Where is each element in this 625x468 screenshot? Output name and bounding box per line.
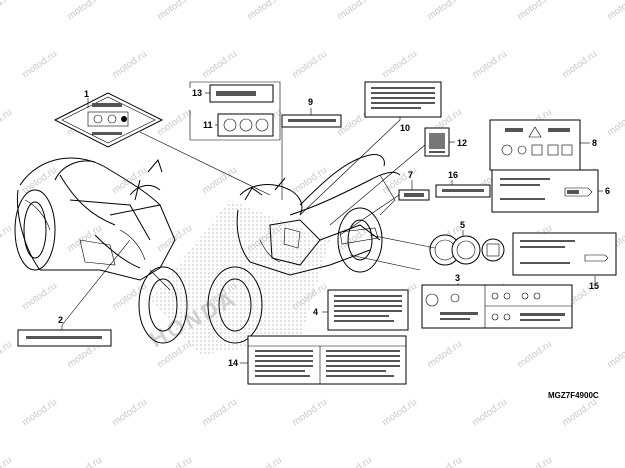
- watermark-text: motod.ru: [290, 165, 329, 197]
- watermark-text: motod.ru: [290, 397, 329, 429]
- watermark-text: motod.ru: [20, 281, 59, 313]
- watermark-text: motod.ru: [425, 0, 464, 22]
- label-2-strip: [17, 329, 112, 347]
- watermark-text: motod.ru: [380, 397, 419, 429]
- label-14-large-text-block: [247, 335, 407, 385]
- watermark-text: motod.ru: [65, 455, 104, 468]
- watermark-text: motod.ru: [560, 397, 599, 429]
- watermark-text: motod.ru: [245, 455, 284, 468]
- watermark-text: motod.ru: [515, 455, 554, 468]
- watermark-text: motod.ru: [335, 0, 374, 22]
- callout-12: 12: [457, 138, 467, 148]
- callout-numbers: 1 2 3 4 5 6 7 8 9 10 11 12 13 14 15 16: [58, 88, 610, 368]
- callout-11: 11: [203, 120, 213, 130]
- label-6-panel: [491, 169, 599, 213]
- label-16-strip: [435, 184, 491, 198]
- callout-15: 15: [589, 281, 599, 291]
- label-4-text-block: [327, 289, 409, 331]
- watermark-text: motod.ru: [605, 0, 625, 22]
- label-9-strip: [281, 114, 342, 128]
- group-frame-13-11: [189, 81, 281, 141]
- motorcycle-left-drawing: [14, 157, 188, 344]
- callout-5: 5: [460, 220, 465, 230]
- watermark-text: motod.ru: [290, 49, 329, 81]
- watermark-text: motod.ru: [0, 107, 14, 139]
- label-12-square: [424, 127, 450, 157]
- callout-4: 4: [313, 307, 318, 317]
- watermark-text: motod.ru: [470, 397, 509, 429]
- label-7-small-tag: [398, 189, 430, 201]
- label-8-warning-panel: [489, 119, 581, 171]
- watermark-text: motod.ru: [515, 339, 554, 371]
- halftone-shade: [150, 200, 330, 355]
- part-code: MGZ7F4900C: [548, 391, 599, 400]
- label-5-gauge-decals: [429, 234, 505, 266]
- watermark-text: motod.ru: [335, 455, 374, 468]
- callout-14: 14: [228, 358, 238, 368]
- watermark-text: motod.ru: [200, 397, 239, 429]
- watermark-text: motod.ru: [560, 49, 599, 81]
- label-13-strip: [209, 84, 274, 103]
- watermark-text: motod.ru: [155, 455, 194, 468]
- watermark-text: motod.ru: [110, 397, 149, 429]
- callout-2: 2: [58, 315, 63, 325]
- watermark-text: motod.ru: [110, 49, 149, 81]
- watermark-text: motod.ru: [425, 455, 464, 468]
- label-10-text-block: [364, 81, 442, 118]
- watermark-text: motod.ru: [65, 0, 104, 22]
- watermark-text: motod.ru: [0, 0, 14, 22]
- watermark-text: motod.ru: [515, 0, 554, 22]
- watermark-text: motod.ru: [110, 281, 149, 313]
- label-11-icons: [217, 113, 274, 137]
- watermark-text: motod.ru: [0, 223, 14, 255]
- watermark-text: motod.ru: [605, 455, 625, 468]
- label-3-panel: [421, 284, 573, 329]
- watermark-text: motod.ru: [605, 339, 625, 371]
- callout-3: 3: [455, 273, 460, 283]
- callout-16: 16: [448, 170, 458, 180]
- watermark-text: motod.ru: [20, 165, 59, 197]
- watermark-text: motod.ru: [20, 397, 59, 429]
- watermark-text: motod.ru: [380, 49, 419, 81]
- callout-9: 9: [308, 97, 313, 107]
- watermark-text: motod.ru: [470, 49, 509, 81]
- callout-13: 13: [192, 88, 202, 98]
- callout-1: 1: [84, 89, 89, 99]
- watermark-text: motod.ru: [200, 49, 239, 81]
- watermark-text: motod.ru: [0, 339, 14, 371]
- watermark-text: motod.ru: [0, 455, 14, 468]
- watermark-text: motod.ru: [155, 0, 194, 22]
- motorcycle-right-drawing: [207, 154, 401, 344]
- watermark-text: motod.ru: [200, 165, 239, 197]
- callout-10: 10: [400, 123, 410, 133]
- label-15-panel: [512, 232, 617, 276]
- watermark-text: motod.ru: [20, 49, 59, 81]
- leader-lines: [61, 92, 603, 364]
- callout-8: 8: [592, 138, 597, 148]
- watermark-text: motod.ru: [425, 339, 464, 371]
- callout-7: 7: [408, 170, 413, 180]
- watermark-text: motod.ru: [605, 107, 625, 139]
- callout-6: 6: [605, 186, 610, 196]
- watermark-text: motod.ru: [245, 0, 284, 22]
- watermark-text: motod.ru: [155, 107, 194, 139]
- label-1-diamond-decal: [53, 92, 164, 148]
